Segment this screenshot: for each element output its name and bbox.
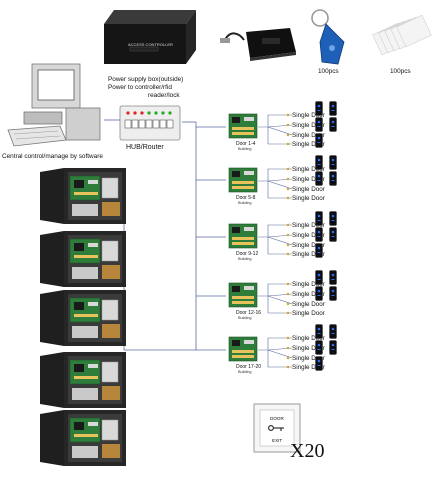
door-wiring — [258, 113, 292, 146]
door-label: Single Door — [292, 242, 325, 249]
controller-faceplate-text: ACCESS CONTROLLER — [128, 42, 173, 47]
door-label: Single Door — [292, 355, 325, 362]
controller-sublabel: Building — [238, 201, 252, 205]
exit-button-text-1: DOOR — [270, 416, 284, 421]
rfid-reader-icon — [315, 227, 323, 247]
rfid-reader-icon — [315, 101, 323, 121]
door-label: Single Door — [292, 364, 325, 371]
power-supply-box — [104, 10, 196, 64]
rfid-reader-icon — [329, 270, 337, 290]
power-box-sublabel: Power to controller/rfid — [108, 84, 172, 91]
rfid-reader-icon — [315, 243, 323, 263]
controller-sublabel: Building — [238, 147, 252, 151]
rfid-cards-icon — [372, 14, 432, 56]
rfid-reader-icon — [315, 133, 323, 153]
usb-card-reader — [220, 28, 296, 61]
door-label: Single Door — [292, 176, 325, 183]
rfid-reader-icon — [315, 211, 323, 231]
door-label: Single Door — [292, 232, 325, 239]
door-wiring — [258, 336, 292, 369]
card-quantity: 100pcs — [390, 68, 411, 75]
controller-board-icon — [228, 167, 258, 193]
door-label: Single Door — [292, 335, 325, 342]
controller-label: Door 17-20 — [236, 364, 262, 370]
door-label: Single Door — [292, 281, 325, 288]
power-box-label: Power supply box(outside) — [108, 76, 184, 83]
rfid-reader-icon — [315, 117, 323, 137]
controller-label: Door 12-16 — [236, 310, 262, 316]
controller-label: Door 1-4 — [236, 141, 256, 147]
door-label: Single Door — [292, 291, 325, 298]
rfid-reader-icon — [329, 340, 337, 360]
fob-quantity: 100pcs — [318, 68, 339, 75]
rfid-reader-icon — [329, 101, 337, 121]
access-control-panel — [38, 229, 130, 294]
controller-board-icon — [228, 223, 258, 249]
door-label: Single Door — [292, 122, 325, 129]
door-label: Single Door — [292, 141, 325, 148]
computer-label: Central control/manage by software — [2, 153, 103, 160]
controller-label: Door 5-8 — [236, 195, 256, 201]
door-label: Single Door — [292, 222, 325, 229]
rfid-reader-icon — [329, 171, 337, 191]
rfid-reader-icon — [329, 211, 337, 231]
computer-icon — [7, 63, 101, 147]
door-wiring — [258, 223, 292, 256]
controller-label: Door 9-12 — [236, 251, 259, 257]
rfid-reader-icon — [315, 270, 323, 290]
door-label: Single Door — [292, 195, 325, 202]
controller-sublabel: Building — [238, 316, 252, 320]
rfid-reader-icon — [329, 227, 337, 247]
rfid-reader-icon — [329, 324, 337, 344]
access-control-panel — [38, 166, 130, 231]
rfid-reader-icon — [329, 117, 337, 137]
rfid-reader-icon — [329, 286, 337, 306]
door-wiring — [258, 167, 292, 200]
controller-sublabel: Building — [238, 370, 252, 374]
exit-button-text-2: EXIT — [272, 438, 283, 443]
rfid-reader-icon — [315, 171, 323, 191]
rfid-reader-icon — [315, 286, 323, 306]
door-label: Single Door — [292, 345, 325, 352]
hub-label: HUB/Router — [126, 144, 164, 151]
door-label: Single Door — [292, 132, 325, 139]
door-label: Single Door — [292, 310, 325, 317]
rfid-reader-icon — [315, 340, 323, 360]
access-control-panel — [38, 408, 130, 473]
door-label: Single Door — [292, 301, 325, 308]
exit-button-quantity: X20 — [290, 440, 325, 462]
rfid-reader-icon — [315, 155, 323, 175]
exit-button-icon — [253, 403, 301, 453]
controller-board-icon — [228, 282, 258, 308]
controller-board-icon — [228, 336, 258, 362]
controller-board-icon — [228, 113, 258, 139]
door-label: Single Door — [292, 251, 325, 258]
door-wiring — [258, 282, 292, 315]
door-label: Single Door — [292, 166, 325, 173]
rfid-reader-icon — [329, 155, 337, 175]
key-fob-icon — [311, 9, 345, 65]
rfid-reader-icon — [315, 324, 323, 344]
hub-router — [119, 105, 181, 141]
door-label: Single Door — [292, 186, 325, 193]
door-label: Single Door — [292, 112, 325, 119]
power-box-sublabel2: reader/lock — [148, 92, 180, 99]
rfid-reader-icon — [315, 356, 323, 376]
controller-sublabel: Building — [238, 257, 252, 261]
access-control-panel — [38, 288, 130, 353]
access-control-panel — [38, 350, 130, 415]
